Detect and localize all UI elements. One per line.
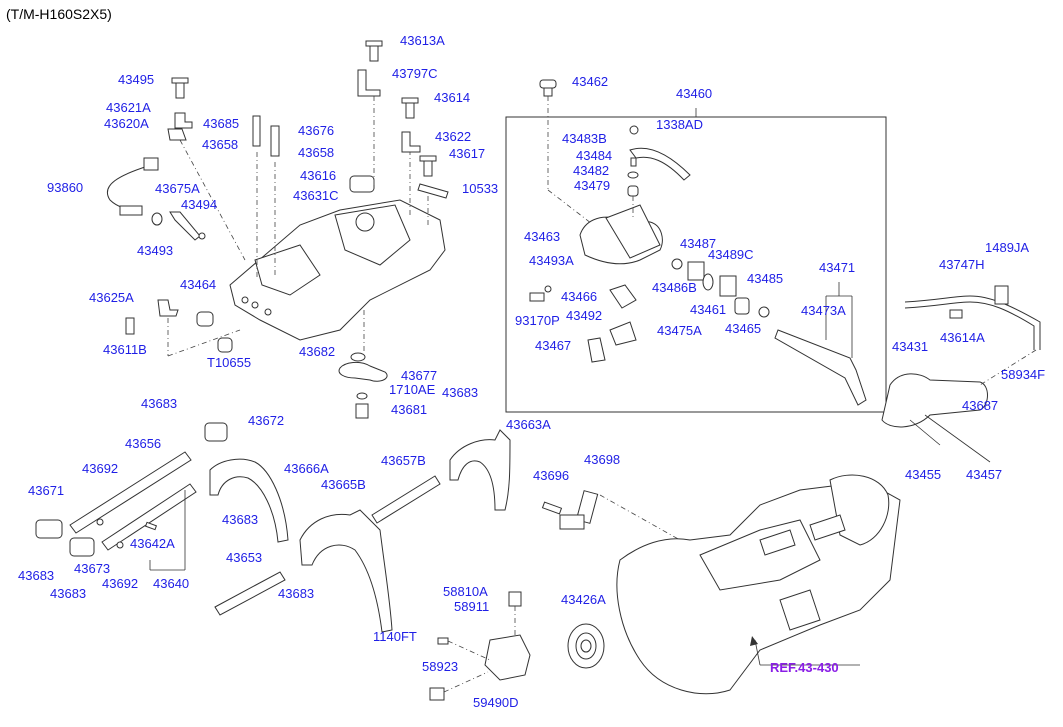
part-label-43683e[interactable]: 43683	[50, 586, 87, 601]
part-label-43631C[interactable]: 43631C	[293, 188, 339, 203]
part-label-43471[interactable]: 43471	[819, 260, 856, 275]
part-label-43672[interactable]: 43672	[248, 413, 285, 428]
part-label-43653[interactable]: 43653	[226, 550, 263, 565]
part-label-43465[interactable]: 43465	[725, 321, 762, 336]
part-label-43461[interactable]: 43461	[690, 302, 727, 317]
part-label-43692a[interactable]: 43692	[82, 461, 119, 476]
part-label-1338AD[interactable]: 1338AD	[656, 117, 703, 132]
part-label-43486B[interactable]: 43486B	[652, 280, 697, 295]
part-label-43492[interactable]: 43492	[566, 308, 603, 323]
part-label-43698[interactable]: 43698	[584, 452, 621, 467]
part-label-43431[interactable]: 43431	[892, 339, 929, 354]
part-label-43463[interactable]: 43463	[524, 229, 561, 244]
part-label-43642A[interactable]: 43642A	[130, 536, 175, 551]
part-label-43683d[interactable]: 43683	[18, 568, 55, 583]
part-label-43464[interactable]: 43464	[180, 277, 217, 292]
part-label-43658b[interactable]: 43658	[298, 145, 335, 160]
part-label-43614A[interactable]: 43614A	[940, 330, 985, 345]
part-label-43462[interactable]: 43462	[572, 74, 609, 89]
part-label-59490D[interactable]: 59490D	[473, 695, 519, 710]
part-label-43676[interactable]: 43676	[298, 123, 335, 138]
part-label-58923[interactable]: 58923	[422, 659, 459, 674]
part-label-43657B[interactable]: 43657B	[381, 453, 426, 468]
part-label-43493A[interactable]: 43493A	[529, 253, 574, 268]
part-label-43666A[interactable]: 43666A	[284, 461, 329, 476]
part-label-43658a[interactable]: 43658	[202, 137, 239, 152]
part-label-43621A[interactable]: 43621A	[106, 100, 151, 115]
part-label-1710AE[interactable]: 1710AE	[389, 382, 436, 397]
part-T10655	[217, 337, 233, 353]
part-label-43683a[interactable]: 43683	[442, 385, 479, 400]
part-label-43620A[interactable]: 43620A	[104, 116, 149, 131]
shift-housing-cover	[229, 199, 446, 341]
part-label-43495[interactable]: 43495	[118, 72, 155, 87]
part-label-43460[interactable]: 43460	[676, 86, 713, 101]
part-label-43455[interactable]: 43455	[905, 467, 942, 482]
part-label-43493[interactable]: 43493	[137, 243, 174, 258]
part-label-58810A[interactable]: 58810A	[443, 584, 488, 599]
part-label-43616[interactable]: 43616	[300, 168, 337, 183]
part-label-43673[interactable]: 43673	[74, 561, 111, 576]
part-label-43494[interactable]: 43494	[181, 197, 218, 212]
part-label-43663A[interactable]: 43663A	[506, 417, 551, 432]
part-label-43683b[interactable]: 43683	[141, 396, 178, 411]
part-label-43613A[interactable]: 43613A	[400, 33, 445, 48]
part-label-43483B[interactable]: 43483B	[562, 131, 607, 146]
part-43616	[349, 175, 375, 193]
part-label-43617[interactable]: 43617	[449, 146, 486, 161]
part-59490D	[484, 634, 531, 681]
part-label-43466[interactable]: 43466	[561, 289, 598, 304]
part-label-43681[interactable]: 43681	[391, 402, 428, 417]
part-label-58911[interactable]: 58911	[454, 599, 490, 614]
part-label-43473A[interactable]: 43473A	[801, 303, 846, 318]
part-label-43475A[interactable]: 43475A	[657, 323, 702, 338]
part-label-43622[interactable]: 43622	[435, 129, 472, 144]
reference-link-43-430[interactable]: REF.43-430	[770, 660, 839, 675]
part-label-43426A[interactable]: 43426A	[561, 592, 606, 607]
shift-forks	[209, 429, 511, 633]
part-label-43482[interactable]: 43482	[573, 163, 610, 178]
part-label-43625A[interactable]: 43625A	[89, 290, 134, 305]
part-label-43685[interactable]: 43685	[203, 116, 240, 131]
part-label-43675A[interactable]: 43675A	[155, 181, 200, 196]
part-label-43485[interactable]: 43485	[747, 271, 784, 286]
part-label-43797C[interactable]: 43797C	[392, 66, 438, 81]
part-label-93170P[interactable]: 93170P	[515, 313, 560, 328]
part-label-10533[interactable]: 10533	[462, 181, 499, 196]
part-label-43467[interactable]: 43467	[535, 338, 572, 353]
spring-43676	[270, 125, 280, 157]
part-43431	[881, 373, 988, 428]
part-label-43671[interactable]: 43671	[28, 483, 65, 498]
part-label-43682[interactable]: 43682	[299, 344, 336, 359]
part-label-43665B[interactable]: 43665B	[321, 477, 366, 492]
part-label-43640[interactable]: 43640	[153, 576, 190, 591]
shift-rails	[69, 451, 441, 616]
part-label-43683f[interactable]: 43683	[278, 586, 315, 601]
part-label-43489C[interactable]: 43489C	[708, 247, 754, 262]
part-label-43457[interactable]: 43457	[966, 467, 1003, 482]
part-label-43687[interactable]: 43687	[962, 398, 999, 413]
part-label-43484[interactable]: 43484	[576, 148, 613, 163]
part-label-1489JA[interactable]: 1489JA	[985, 240, 1030, 255]
part-label-43656[interactable]: 43656	[125, 436, 162, 451]
part-label-43747H[interactable]: 43747H	[939, 257, 985, 272]
shaft-43473A	[774, 329, 867, 406]
diagram-title: (T/M-H160S2X5)	[6, 6, 112, 22]
part-label-43479[interactable]: 43479	[574, 178, 611, 193]
part-label-43692b[interactable]: 43692	[102, 576, 139, 591]
transmission-assembly	[616, 474, 901, 695]
spring-43685	[252, 115, 261, 147]
part-label-43614[interactable]: 43614	[434, 90, 471, 105]
part-label-43683c[interactable]: 43683	[222, 512, 259, 527]
part-label-43696[interactable]: 43696	[533, 468, 570, 483]
part-label-93860[interactable]: 93860	[47, 180, 84, 195]
part-label-T10655[interactable]: T10655	[207, 355, 252, 370]
part-label-43677[interactable]: 43677	[401, 368, 438, 383]
part-label-43611B[interactable]: 43611B	[103, 342, 147, 357]
part-label-1140FT[interactable]: 1140FT	[373, 629, 417, 644]
part-label-43487[interactable]: 43487	[680, 236, 717, 251]
part-43464	[196, 311, 214, 327]
part-label-58934F[interactable]: 58934F	[1001, 367, 1046, 382]
